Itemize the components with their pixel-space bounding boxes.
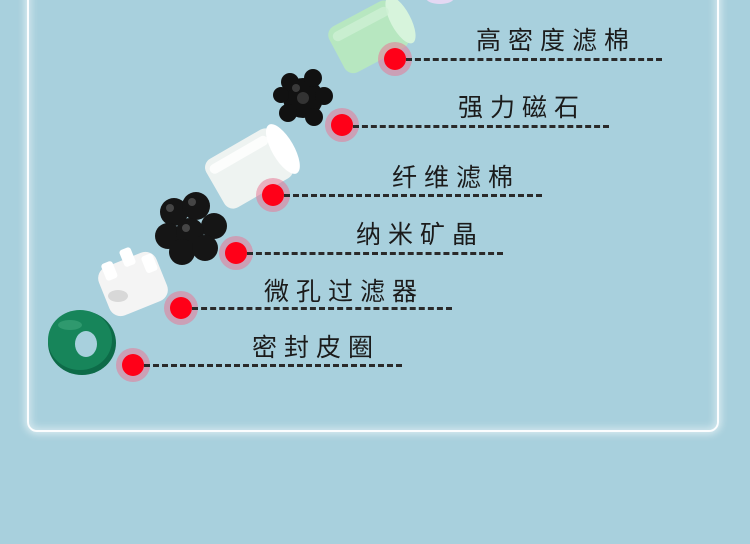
top-edge-piece xyxy=(426,0,454,4)
microporous-filter-image xyxy=(98,247,168,317)
marker-dot-nano-mineral-crystal xyxy=(225,242,247,264)
label-sealing-ring: 密封皮圈 xyxy=(252,333,381,362)
leader-line-strong-magnet xyxy=(353,125,609,128)
label-microporous-filter: 微孔过滤器 xyxy=(264,277,425,306)
marker-dot-sealing-ring xyxy=(122,354,144,376)
leader-line-fiber-filter-cotton xyxy=(284,194,542,197)
label-strong-magnet: 强力磁石 xyxy=(458,93,587,122)
label-fiber-filter-cotton: 纤维滤棉 xyxy=(392,163,521,192)
label-high-density-filter-cotton: 高密度滤棉 xyxy=(476,26,637,55)
sealing-ring-image xyxy=(48,310,116,375)
fiber-filter-cotton-image xyxy=(205,124,300,209)
high-density-filter-cotton-image xyxy=(328,0,416,74)
label-nano-mineral-crystal: 纳米矿晶 xyxy=(356,220,485,249)
glowing-frame xyxy=(27,0,719,432)
leader-line-microporous-filter xyxy=(192,307,452,310)
leader-line-high-density-filter-cotton xyxy=(406,58,662,61)
leader-line-nano-mineral-crystal xyxy=(247,252,503,255)
marker-dot-strong-magnet xyxy=(331,114,353,136)
nano-mineral-crystal-image xyxy=(155,192,227,265)
marker-dot-high-density-filter-cotton xyxy=(384,48,406,70)
leader-line-sealing-ring xyxy=(144,364,402,367)
marker-dot-fiber-filter-cotton xyxy=(262,184,284,206)
marker-dot-microporous-filter xyxy=(170,297,192,319)
strong-magnet-image xyxy=(273,69,333,126)
